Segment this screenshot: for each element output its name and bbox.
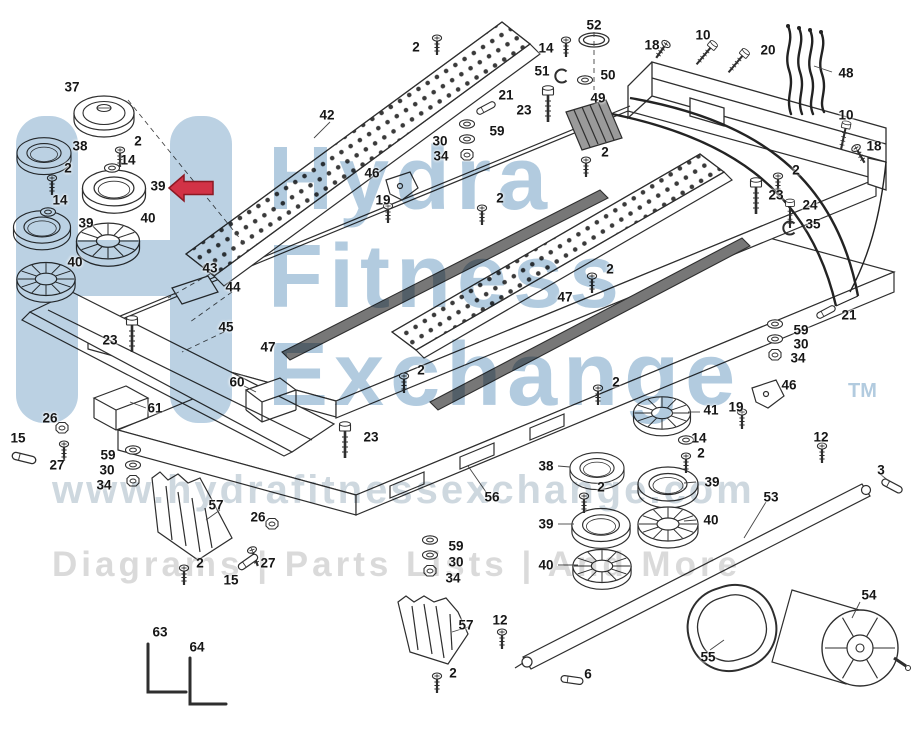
screw-icon [46, 173, 58, 197]
nut-icon [265, 517, 279, 530]
bolt-icon [692, 38, 720, 69]
screw-icon [651, 37, 673, 62]
washer-icon [103, 163, 121, 173]
screw-icon [560, 35, 572, 59]
washer-stack-icon [126, 446, 141, 486]
ring-39b [12, 210, 72, 251]
ring-38 [16, 137, 72, 176]
wire-harness [786, 24, 826, 116]
washer-icon [677, 435, 695, 445]
washer-stack-icon [768, 320, 783, 360]
screw-icon [114, 145, 126, 169]
allen-wrenches [146, 642, 228, 706]
screw-icon [496, 627, 508, 651]
pin-icon [10, 450, 38, 466]
wheel-40 [75, 222, 141, 267]
left-roller-stack [12, 95, 147, 303]
deck-rails [281, 189, 751, 411]
pin-icon [475, 100, 497, 116]
ring-38c [569, 452, 625, 491]
pin-icon [880, 477, 904, 495]
allen-wrench-63 [146, 642, 188, 694]
screw-icon [736, 407, 748, 431]
perforated-strip-mid [390, 153, 733, 359]
hood-block [565, 99, 623, 151]
allen-wrench-64 [188, 656, 228, 706]
perforated-strip-top [185, 21, 541, 287]
center-roller-stack [569, 396, 699, 590]
bolt-icon [724, 46, 752, 77]
wheel-40d [572, 548, 632, 590]
wheel-40b [16, 261, 76, 303]
right-side-rails [611, 96, 887, 307]
ring-39c [637, 466, 699, 509]
rear-roller-tube [514, 483, 872, 670]
screw-icon [431, 33, 443, 57]
screw-icon [816, 441, 828, 465]
screw-icon [431, 671, 443, 695]
nut-icon [55, 421, 69, 434]
wheel-41 [632, 396, 692, 437]
retainer-clip-icon [554, 68, 568, 84]
front-drive-roller [686, 583, 911, 687]
wheel-40c [637, 506, 699, 549]
ring-39-highlighted [81, 169, 147, 214]
washer-icon [39, 207, 57, 217]
washer-stack-icon [460, 120, 475, 160]
front-feet [151, 471, 469, 665]
screw-icon [58, 439, 70, 463]
brackets [92, 171, 785, 431]
ring-39d [571, 507, 631, 549]
pin-icon [560, 674, 584, 686]
washer-icon [576, 75, 594, 85]
bolt-icon [541, 84, 555, 124]
screw-icon [178, 563, 190, 587]
washer-stack-icon [423, 536, 438, 576]
cap-37 [73, 95, 135, 138]
